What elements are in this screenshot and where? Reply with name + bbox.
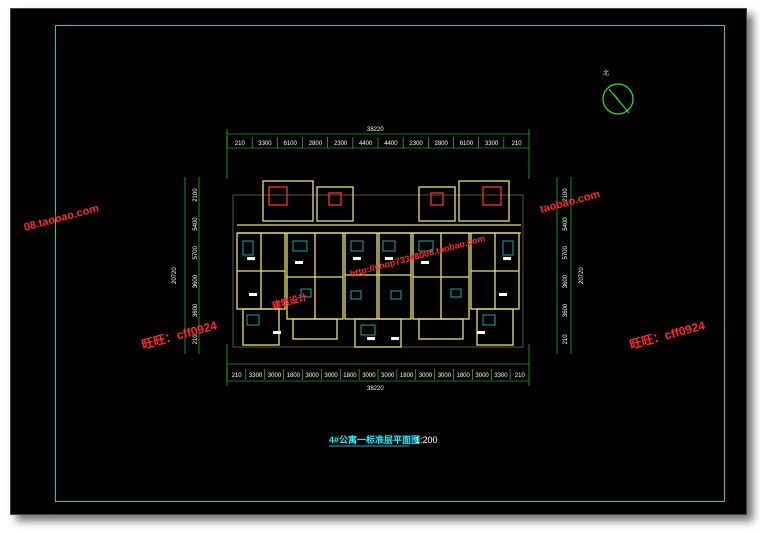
bottom-dim-5: 3000 [324, 373, 338, 379]
bottom-dimensions [226, 344, 530, 386]
left-dim-1: 5400 [193, 217, 199, 231]
top-dim-1: 3300 [258, 141, 272, 147]
right-total-dimension: 20720 [579, 267, 585, 284]
top-total-dimension: 38220 [367, 127, 384, 133]
left-dim-5: 210 [193, 334, 199, 345]
bottom-dim-9: 1800 [400, 373, 414, 379]
left-dim-2: 5700 [193, 245, 199, 259]
left-dim-4: 3600 [193, 303, 199, 317]
right-dim-2: 5700 [563, 245, 569, 259]
top-dim-0: 210 [235, 141, 246, 147]
bottom-dim-13: 3000 [475, 373, 489, 379]
right-dim-4: 3600 [563, 303, 569, 317]
bottom-dim-6: 1800 [343, 373, 357, 379]
sheet-border [55, 25, 725, 502]
left-total-dimension: 20720 [172, 267, 178, 284]
top-dimension-labels: 210 3300 6100 2800 2300 4400 4400 2300 2800 6100 3… [226, 137, 523, 148]
left-dim-3: 3600 [193, 274, 199, 288]
watermark-cn-center: 建筑设计 [271, 291, 309, 311]
north-arrow-icon: 北 [602, 69, 634, 115]
watermark-wangwang-left: 旺旺：cff0924 [140, 318, 219, 352]
bottom-dim-10: 3000 [419, 373, 433, 379]
top-dim-5: 4400 [359, 141, 373, 147]
bottom-dim-11: 3000 [438, 373, 452, 379]
bottom-dim-8: 3000 [381, 373, 395, 379]
watermark-wangwang-right: 旺旺：cff0924 [628, 318, 707, 352]
bottom-dim-7: 3000 [362, 373, 376, 379]
bottom-dim-0: 210 [232, 373, 243, 379]
bottom-dimension-labels: 210 3300 3000 1800 3000 3000 1800 3000 3000 1800 3… [226, 369, 526, 380]
top-dim-7: 2300 [409, 141, 423, 147]
top-dim-11: 210 [512, 141, 523, 147]
bottom-dim-1: 3300 [249, 373, 263, 379]
watermark-url-left: 08.taobao.com [23, 202, 101, 234]
right-dim-0: 2100 [563, 188, 569, 202]
top-dim-8: 2800 [435, 141, 449, 147]
left-dimension-labels: 2100 5400 5700 3600 3600 210 [193, 188, 199, 345]
drawing-scale: 1:200 [415, 435, 438, 445]
top-dim-3: 2800 [309, 141, 323, 147]
top-dim-10: 3300 [485, 141, 499, 147]
watermark-url-right: taobao.com [539, 188, 602, 216]
room-labels [247, 257, 511, 340]
top-dim-2: 6100 [284, 141, 298, 147]
top-dim-4: 2300 [334, 141, 348, 147]
north-label: 北 [603, 69, 609, 77]
top-dimensions [226, 129, 530, 179]
bottom-dim-14: 3300 [494, 373, 508, 379]
bottom-total-dimension: 38220 [367, 386, 384, 392]
top-dim-9: 6100 [460, 141, 474, 147]
building-plan [232, 180, 524, 348]
side-dimensions [184, 177, 572, 354]
right-dim-5: 210 [563, 334, 569, 345]
bottom-dim-2: 3000 [268, 373, 282, 379]
room-fixtures [242, 240, 514, 336]
right-dim-1: 5400 [563, 217, 569, 231]
watermark-url-center: http://shop73348008.taobao.com [349, 233, 486, 279]
right-dimension-labels: 2100 5400 5700 3600 3600 210 [563, 188, 569, 345]
bottom-dim-15: 210 [515, 373, 526, 379]
right-dim-3: 3600 [563, 274, 569, 288]
drawing-title: 4#公寓一标准层平面图 [329, 434, 420, 445]
bottom-dim-4: 3000 [306, 373, 320, 379]
bottom-dim-12: 1800 [457, 373, 471, 379]
top-dim-6: 4400 [384, 141, 398, 147]
left-dim-0: 2100 [193, 188, 199, 202]
bottom-dim-3: 1800 [287, 373, 301, 379]
